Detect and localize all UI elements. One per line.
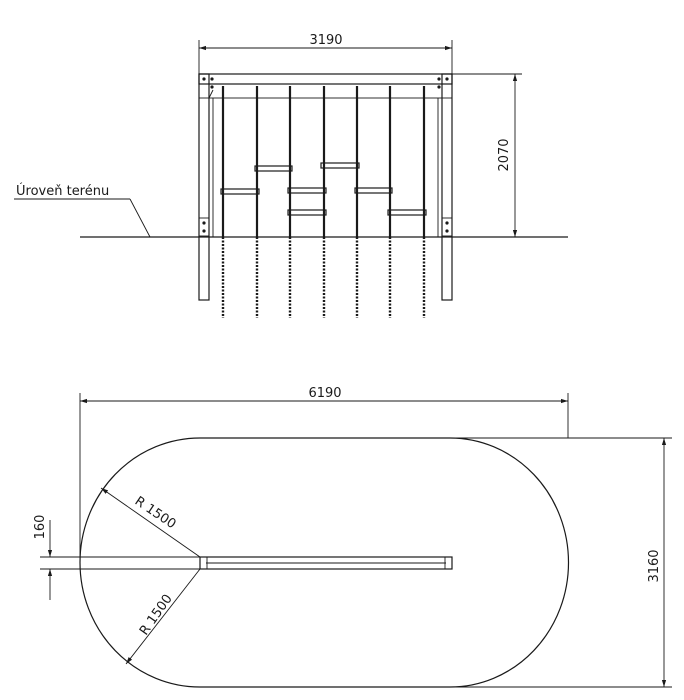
front-height-dimension (452, 73, 522, 237)
ground-level-label: Úroveň terénu (16, 183, 109, 199)
front-width-value: 3190 (309, 33, 342, 48)
top-beam (198, 73, 453, 85)
ladder-rungs (220, 162, 427, 216)
beam-width-dimension (40, 520, 200, 600)
top-width-value: 3160 (647, 549, 662, 582)
ground-label-leader (14, 198, 151, 238)
top-length-dimension (79, 393, 569, 562)
hanging-ropes (221, 86, 426, 237)
left-frame (198, 73, 214, 301)
safety-zone-outline (79, 437, 570, 688)
top-view: 6190 3160 160 R 1500 R 1500 (33, 386, 672, 688)
radius-lower-label: R 1500 (137, 592, 176, 638)
top-width-dimension (450, 437, 672, 688)
right-frame (437, 73, 453, 301)
top-length-value: 6190 (308, 386, 341, 401)
radius-leaders (100, 487, 201, 665)
rope-chains (221, 237, 426, 318)
front-width-dimension (198, 40, 453, 74)
beam-width-value: 160 (33, 515, 48, 540)
top-beam-inner (198, 83, 453, 99)
front-view: Úroveň terénu (14, 33, 568, 318)
front-height-value: 2070 (497, 138, 512, 171)
radius-upper-label: R 1500 (132, 494, 179, 532)
